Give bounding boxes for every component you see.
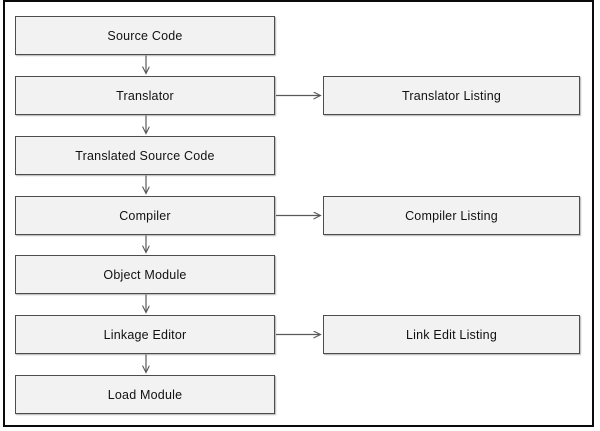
node-load-module: Load Module bbox=[15, 375, 275, 414]
node-label: Translator Listing bbox=[401, 88, 501, 103]
node-compiler: Compiler bbox=[15, 196, 275, 235]
node-link-edit-listing: Link Edit Listing bbox=[323, 315, 580, 354]
node-object-module: Object Module bbox=[15, 255, 275, 294]
node-source-code: Source Code bbox=[15, 16, 275, 55]
node-label: Translated Source Code bbox=[75, 148, 215, 163]
node-label: Linkage Editor bbox=[103, 327, 187, 342]
node-label: Compiler bbox=[119, 208, 171, 223]
node-translator: Translator bbox=[15, 76, 275, 115]
node-label: Translator bbox=[116, 88, 174, 103]
node-translator-listing: Translator Listing bbox=[323, 76, 580, 115]
node-label: Compiler Listing bbox=[405, 208, 498, 223]
node-translated-source-code: Translated Source Code bbox=[15, 136, 275, 175]
node-compiler-listing: Compiler Listing bbox=[323, 196, 580, 235]
node-label: Link Edit Listing bbox=[406, 327, 497, 342]
node-linkage-editor: Linkage Editor bbox=[15, 315, 275, 354]
node-label: Load Module bbox=[107, 387, 183, 402]
node-label: Source Code bbox=[107, 28, 183, 43]
node-label: Object Module bbox=[103, 267, 187, 282]
